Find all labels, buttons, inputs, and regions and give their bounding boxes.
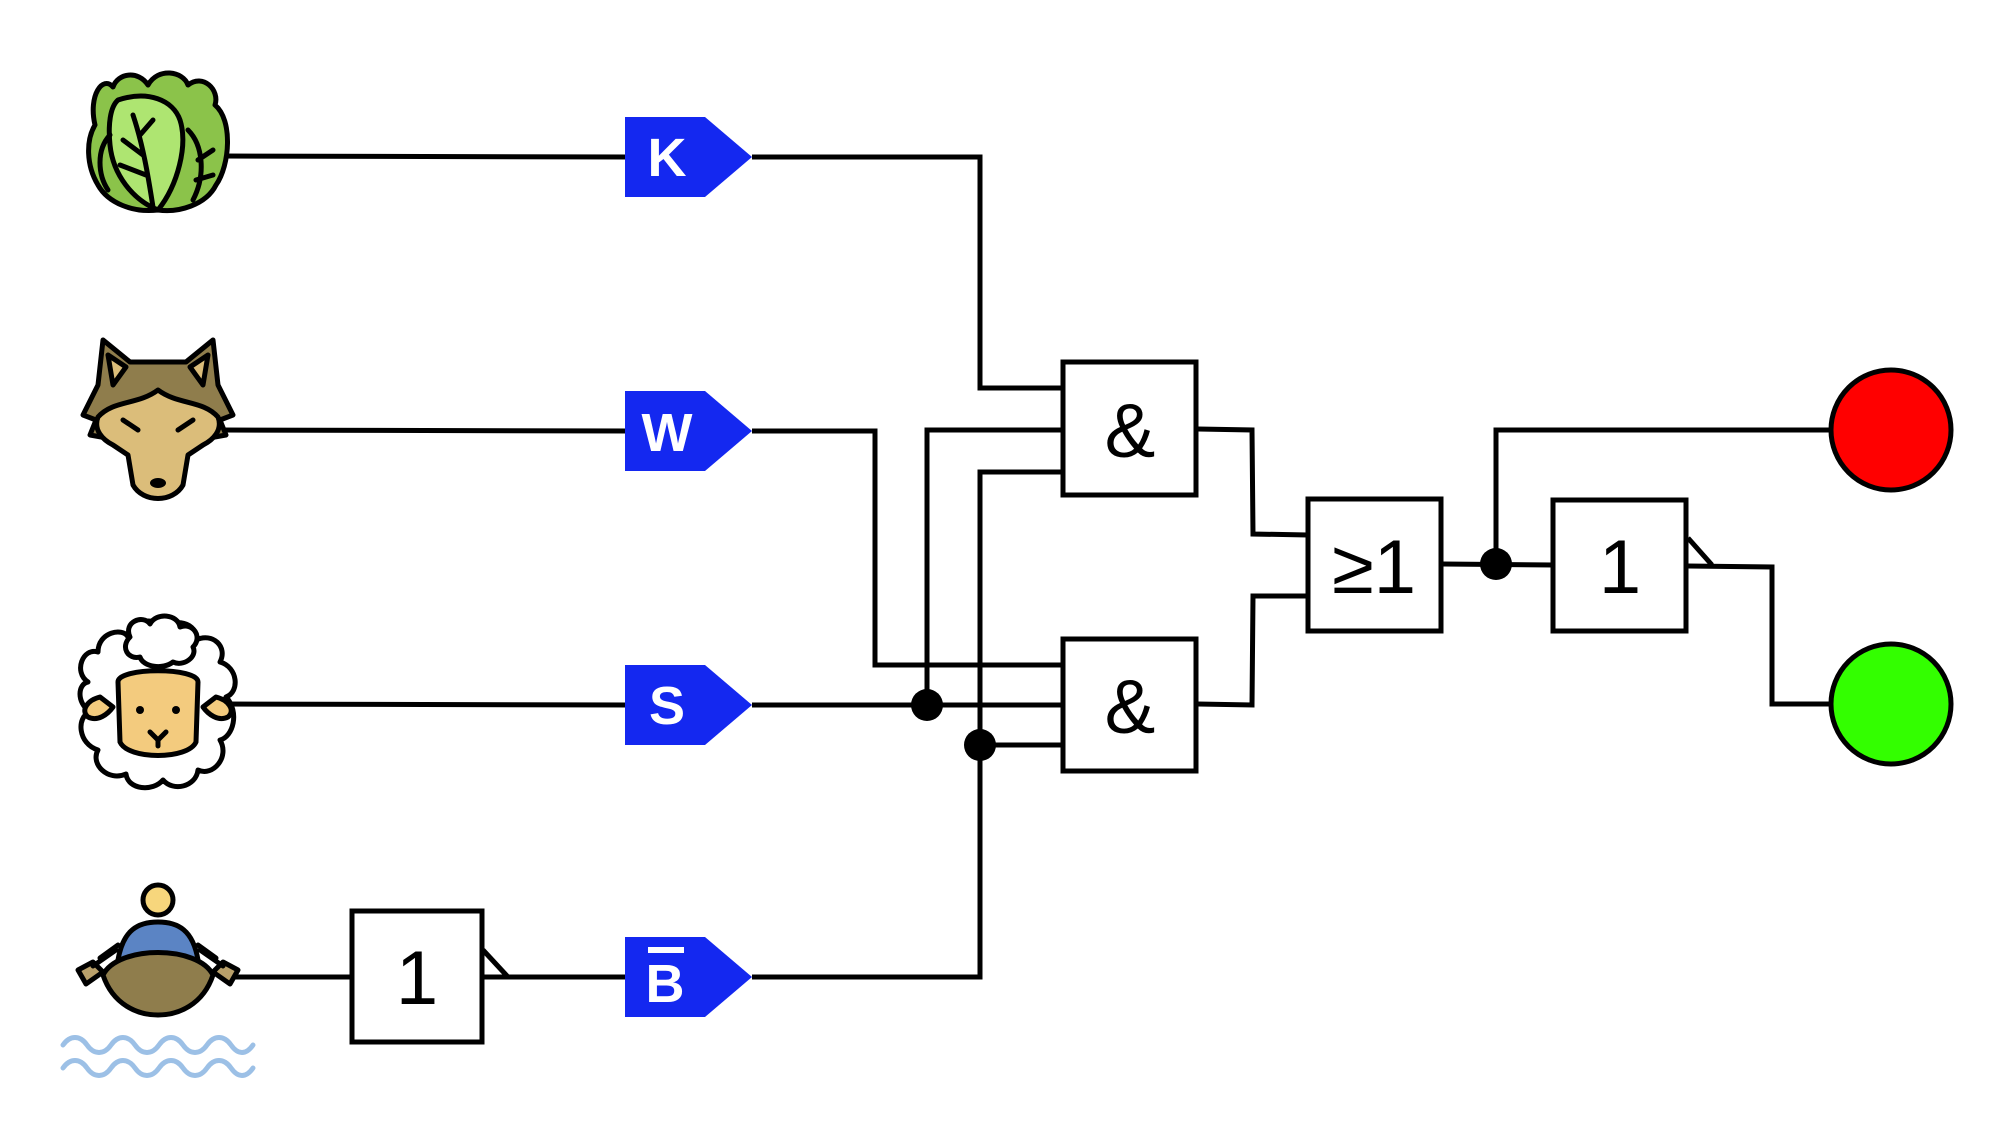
junction-dot-s [911,689,943,721]
tag-k: K [625,117,752,197]
or-gate-label: ≥1 [1332,525,1416,610]
cabbage-icon [86,70,230,214]
red-lamp [1828,367,1954,493]
junctions [911,548,1512,761]
not-gate-boat-negation [481,948,510,979]
not-gate-boat: 1 [349,908,510,1045]
tag-b-overline [648,947,684,953]
tag-k-label: K [648,128,687,188]
wire-cabbage-to-k [221,153,631,160]
and-gate-top-label: & [1105,389,1156,474]
not-gate-boat-label: 1 [396,936,438,1021]
green-lamp [1828,641,1954,767]
wolf-icon [80,337,236,501]
junction-dot-or [1480,548,1512,580]
not-gate-output: 1 [1550,497,1714,634]
tag-b-label: B [646,954,685,1014]
wire-and-top-to-or [1197,426,1309,538]
wire-sheep-to-s [221,701,631,708]
not-gate-output-label: 1 [1599,525,1641,610]
and-gate-bottom-label: & [1105,665,1156,750]
tag-w: W [625,391,752,471]
wire-k-to-and-top [752,154,1063,391]
wire-and-bottom-to-or [1197,593,1308,708]
wire-or-to-red-lamp [1493,427,1830,564]
rowing-boat-icon [60,882,256,1078]
not-gate-output-negation [1686,536,1714,567]
wire-s-to-and-top [924,427,1063,705]
or-gate: ≥1 [1305,496,1444,634]
wire-not-to-green-lamp [1687,563,1830,707]
sheep-icon [77,613,238,791]
junction-dot-b [964,729,996,761]
tag-s: S [625,665,752,745]
wire-bbar-to-and-top [977,469,1063,745]
and-gate-top: & [1060,359,1199,498]
tag-s-label: S [649,676,685,736]
and-gate-bottom: & [1060,636,1199,774]
tag-b-bar: B [625,937,752,1017]
wire-bbar-up [752,745,983,980]
tag-w-label: W [642,403,693,463]
wire-wolf-to-w [221,427,631,434]
wire-w-to-and-bottom [752,428,1063,668]
